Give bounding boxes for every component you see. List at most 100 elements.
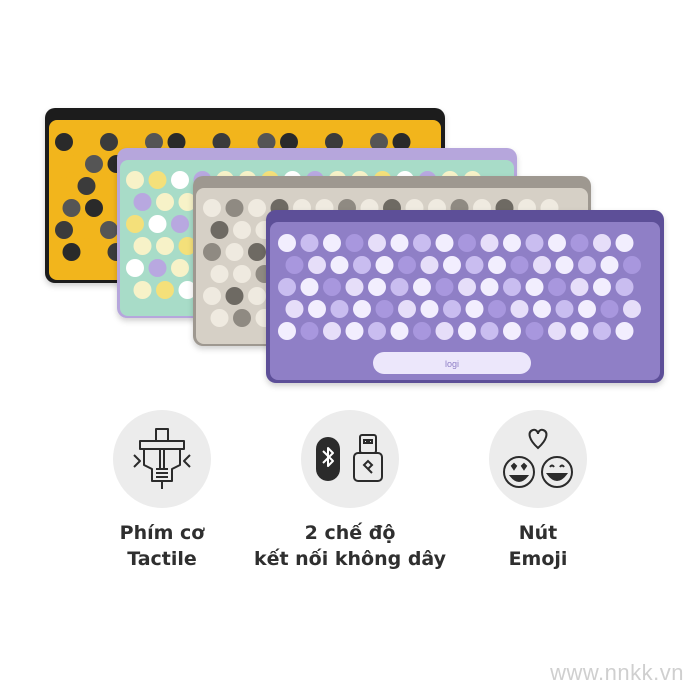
keycap [85, 199, 103, 217]
keycap [435, 322, 454, 340]
keycap [233, 265, 251, 283]
keycap [148, 215, 167, 233]
feature-title-line2: Emoji [508, 548, 568, 570]
keycap [62, 243, 81, 261]
keycap [392, 133, 411, 151]
keycap [548, 322, 566, 340]
keycap [300, 234, 319, 252]
keycap [570, 234, 589, 252]
keycap [458, 322, 476, 340]
keycap [480, 278, 499, 296]
keycap [178, 237, 197, 255]
keycap [465, 256, 484, 274]
keycap [233, 309, 251, 327]
keycap [225, 243, 244, 261]
keycap [133, 281, 152, 299]
keycap [156, 281, 174, 299]
keycap [148, 259, 167, 277]
keycap [375, 256, 394, 274]
keycap [77, 177, 96, 195]
heart-icon [528, 428, 548, 450]
usb-receiver-icon [353, 434, 383, 482]
keycap [225, 199, 244, 217]
keycap [203, 287, 221, 305]
keycap [248, 287, 266, 305]
brand-logo: logi [445, 359, 459, 369]
keycap [525, 278, 544, 296]
keyboards-illustration: logi [45, 108, 664, 383]
keycap [233, 221, 251, 239]
keycap [503, 322, 521, 340]
keycap [308, 300, 326, 318]
keycap [323, 278, 341, 296]
keycap [300, 322, 319, 340]
keycap [570, 322, 589, 340]
keycap [62, 155, 81, 173]
keycap [480, 322, 499, 340]
keycap [420, 256, 439, 274]
keycap [126, 259, 144, 277]
keycap [325, 133, 343, 151]
keycap [555, 300, 574, 318]
keycap [100, 221, 118, 239]
keycap [278, 234, 296, 252]
keycap [443, 300, 461, 318]
feature-wireless: 2 chế độ kết nối không dây [250, 410, 450, 572]
keycap [285, 256, 304, 274]
keycap [615, 278, 634, 296]
keycap [156, 193, 174, 211]
keycap [248, 199, 266, 217]
feature-title-line2: Tactile [127, 548, 197, 570]
keycap [171, 215, 189, 233]
keycap [435, 278, 454, 296]
keycap [330, 256, 349, 274]
keycap [323, 322, 341, 340]
keycap [370, 133, 388, 151]
keycap [375, 300, 394, 318]
keycap [210, 221, 229, 239]
keycap [488, 256, 506, 274]
keycap [510, 256, 529, 274]
feature-title-line1: Phím cơ [119, 522, 205, 544]
keycap [308, 256, 326, 274]
keycap [323, 234, 341, 252]
keycap [420, 300, 439, 318]
keycap [390, 278, 409, 296]
watermark: www.nnkk.vn [550, 660, 684, 685]
keycap [510, 300, 529, 318]
keycap [413, 278, 431, 296]
keycap [353, 300, 371, 318]
keycap [615, 234, 634, 252]
keycap [623, 256, 641, 274]
keycap [443, 256, 461, 274]
keycap [77, 133, 96, 151]
keycap [248, 243, 266, 261]
keycap [578, 256, 596, 274]
feature-title-line2: kết nối không dây [253, 548, 447, 570]
keycap [148, 171, 167, 189]
spacebar [373, 352, 531, 374]
keycap [525, 322, 544, 340]
keycap [398, 256, 416, 274]
keycap [55, 133, 73, 151]
keycap [347, 133, 366, 151]
keycap [353, 256, 371, 274]
feature-title-line1: 2 chế độ [304, 522, 396, 544]
keycap [465, 300, 484, 318]
keycap [345, 278, 364, 296]
keycap [203, 243, 221, 261]
keycap [555, 256, 574, 274]
grinning-face-icon [541, 456, 573, 488]
keycap [398, 300, 416, 318]
keycap [345, 234, 364, 252]
keycap [488, 300, 506, 318]
keycap [225, 287, 244, 305]
keycap [390, 322, 409, 340]
keycap [203, 199, 221, 217]
emoji-faces-icon [503, 428, 573, 488]
keycap [190, 133, 208, 151]
keycap [257, 133, 276, 151]
keycap [593, 278, 611, 296]
keycap [210, 265, 229, 283]
